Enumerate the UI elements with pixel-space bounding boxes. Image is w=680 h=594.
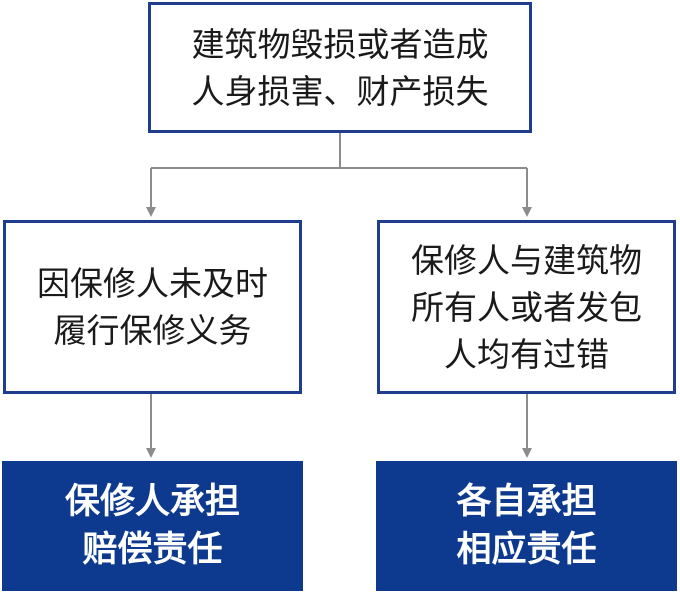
right-condition-line-3: 人均有过错 bbox=[444, 334, 609, 374]
right-condition-text: 保修人与建筑物 所有人或者发包 人均有过错 bbox=[411, 237, 642, 378]
top-cause-line-1: 建筑物毁损或者造成 bbox=[191, 24, 489, 64]
left-result-box: 保修人承担 赔偿责任 bbox=[2, 461, 303, 591]
left-result-text: 保修人承担 赔偿责任 bbox=[65, 478, 240, 574]
right-condition-box: 保修人与建筑物 所有人或者发包 人均有过错 bbox=[377, 220, 676, 394]
top-cause-box: 建筑物毁损或者造成 人身损害、财产损失 bbox=[148, 2, 532, 133]
right-result-text: 各自承担 相应责任 bbox=[456, 478, 596, 574]
right-condition-line-1: 保修人与建筑物 bbox=[411, 240, 642, 280]
left-condition-line-2: 履行保修义务 bbox=[53, 311, 252, 350]
left-condition-box: 因保修人未及时 履行保修义务 bbox=[3, 220, 302, 394]
left-condition-line-1: 因保修人未及时 bbox=[37, 264, 268, 303]
left-result-line-2: 赔偿责任 bbox=[82, 530, 223, 570]
right-result-line-1: 各自承担 bbox=[456, 482, 597, 522]
right-result-line-2: 相应责任 bbox=[456, 530, 597, 570]
right-condition-line-2: 所有人或者发包 bbox=[411, 287, 642, 327]
top-cause-text: 建筑物毁损或者造成 人身损害、财产损失 bbox=[192, 21, 489, 115]
left-condition-text: 因保修人未及时 履行保修义务 bbox=[37, 260, 268, 354]
right-result-box: 各自承担 相应责任 bbox=[376, 461, 677, 591]
left-result-line-1: 保修人承担 bbox=[64, 482, 240, 522]
top-cause-line-2: 人身损害、财产损失 bbox=[191, 71, 489, 111]
